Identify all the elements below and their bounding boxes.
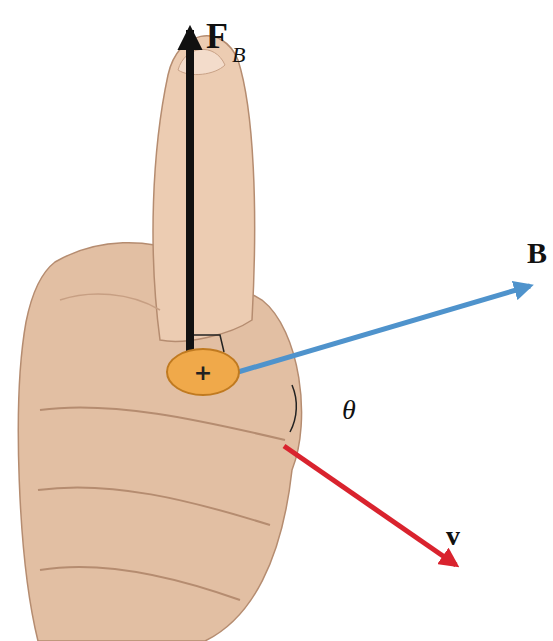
force-vector	[186, 30, 194, 365]
charge-sign: +	[165, 347, 241, 397]
force-label: F	[206, 18, 228, 54]
charge-particle: +	[165, 347, 241, 397]
field-vector	[238, 286, 530, 372]
finger-crease	[40, 407, 285, 440]
finger-crease	[38, 487, 270, 525]
field-label: B	[527, 238, 547, 268]
thumb	[153, 36, 255, 342]
force-subscript: B	[232, 44, 245, 66]
finger-crease	[40, 567, 240, 600]
velocity-label: v	[446, 522, 460, 550]
velocity-vector	[284, 446, 456, 565]
knuckle-shade	[60, 294, 160, 310]
angle-arc	[290, 385, 296, 432]
angle-label: θ	[342, 396, 356, 424]
